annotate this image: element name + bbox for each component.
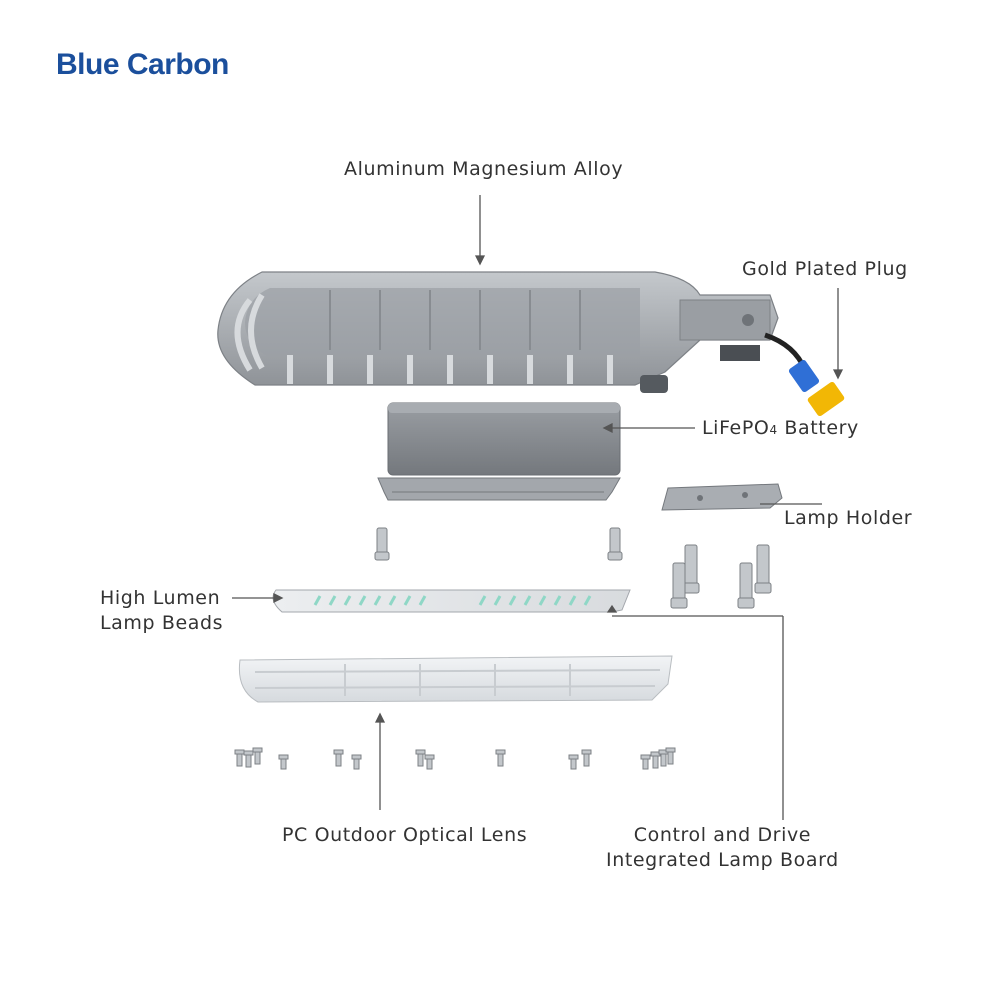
holder-bolts bbox=[670, 544, 772, 609]
housing-fins bbox=[234, 293, 613, 384]
label-plug: Gold Plated Plug bbox=[742, 258, 908, 280]
led-beads bbox=[313, 595, 592, 606]
label-beads: High Lumen Lamp Beads bbox=[100, 587, 224, 634]
lifepo4-battery bbox=[387, 402, 621, 476]
bracket-bolts bbox=[374, 527, 623, 561]
label-battery: LiFePO4 Battery bbox=[702, 417, 859, 439]
label-holder: Lamp Holder bbox=[784, 507, 913, 529]
lamp-holder bbox=[661, 483, 783, 511]
leader-lines bbox=[232, 195, 844, 820]
housing bbox=[217, 271, 779, 393]
cable-gland bbox=[640, 375, 668, 393]
label-housing: Aluminum Magnesium Alloy bbox=[344, 158, 624, 180]
optical-lens bbox=[238, 655, 673, 703]
label-board: Control and Drive Integrated Lamp Board bbox=[606, 824, 839, 871]
led-lamp-board bbox=[272, 589, 631, 613]
gold-plated-plug bbox=[764, 332, 845, 417]
battery-bracket bbox=[377, 477, 621, 501]
label-lens: PC Outdoor Optical Lens bbox=[282, 824, 528, 846]
brand-name: Blue Carbon bbox=[56, 48, 229, 81]
brand-logo: Blue Carbon bbox=[56, 48, 229, 82]
lens-screws bbox=[234, 747, 676, 770]
